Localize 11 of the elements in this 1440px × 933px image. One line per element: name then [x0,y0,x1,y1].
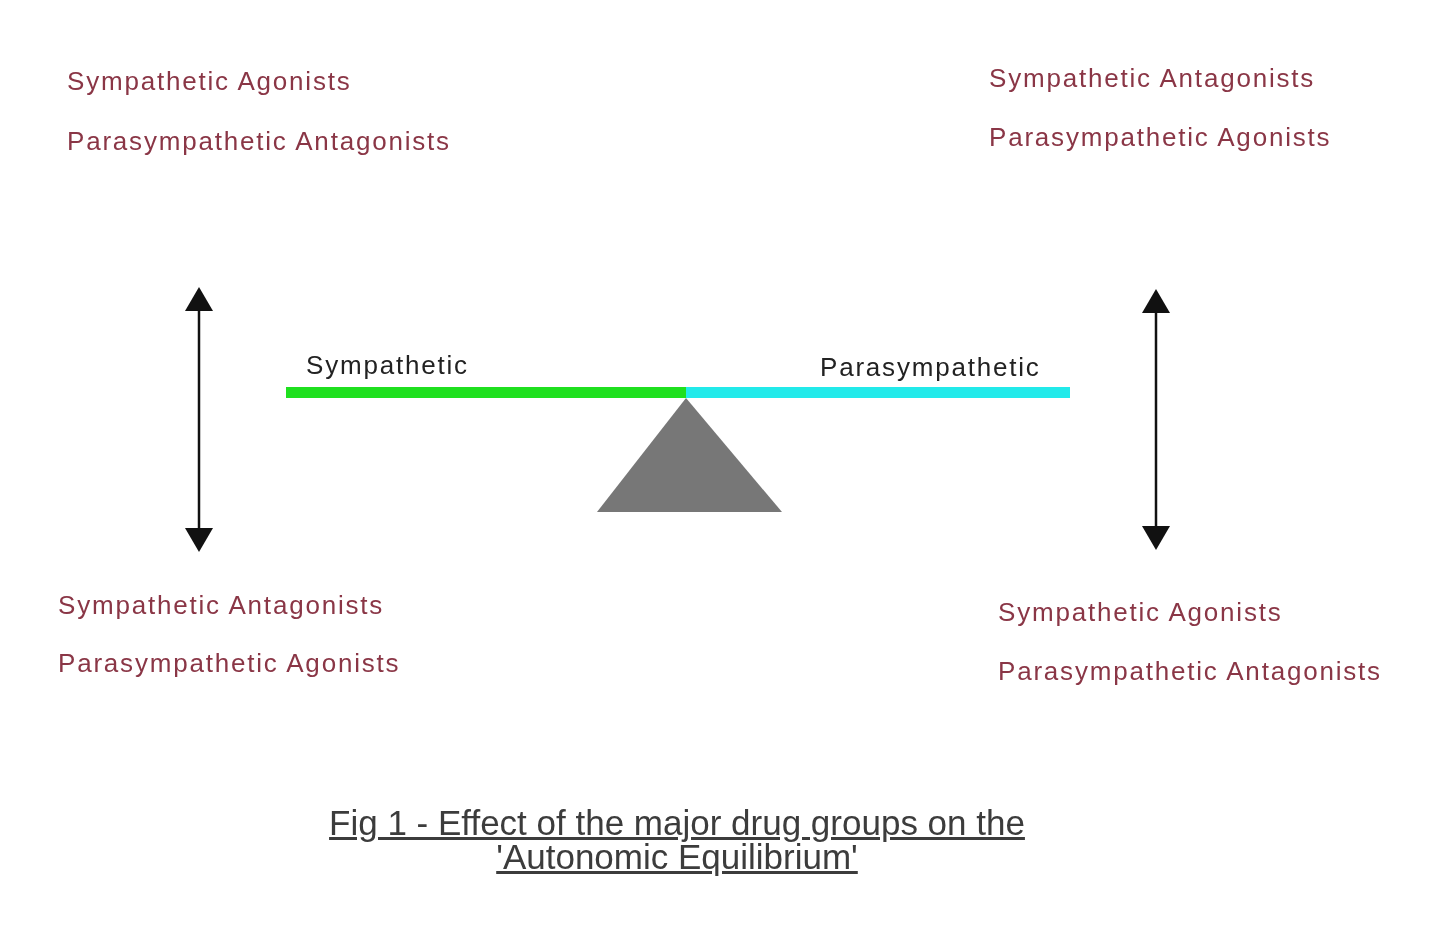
drug-class-label: Parasympathetic Antagonists [998,656,1382,686]
beam-label: Parasympathetic [820,352,1041,382]
drug-class-label: Parasympathetic Antagonists [67,126,451,156]
drug-class-label: Parasympathetic Agonists [58,648,401,678]
drug-class-label: Parasympathetic Agonists [989,122,1332,152]
drug-class-label: Sympathetic Agonists [998,597,1283,627]
beam-label: Sympathetic [306,350,469,380]
drug-class-label: Sympathetic Antagonists [58,590,385,620]
drug-class-label: Sympathetic Agonists [67,66,352,96]
figure-caption: Fig 1 - Effect of the major drug groups on the 'Autonomic Equilibrium' [328,806,1026,874]
drug-class-label: Sympathetic Antagonists [989,63,1316,93]
